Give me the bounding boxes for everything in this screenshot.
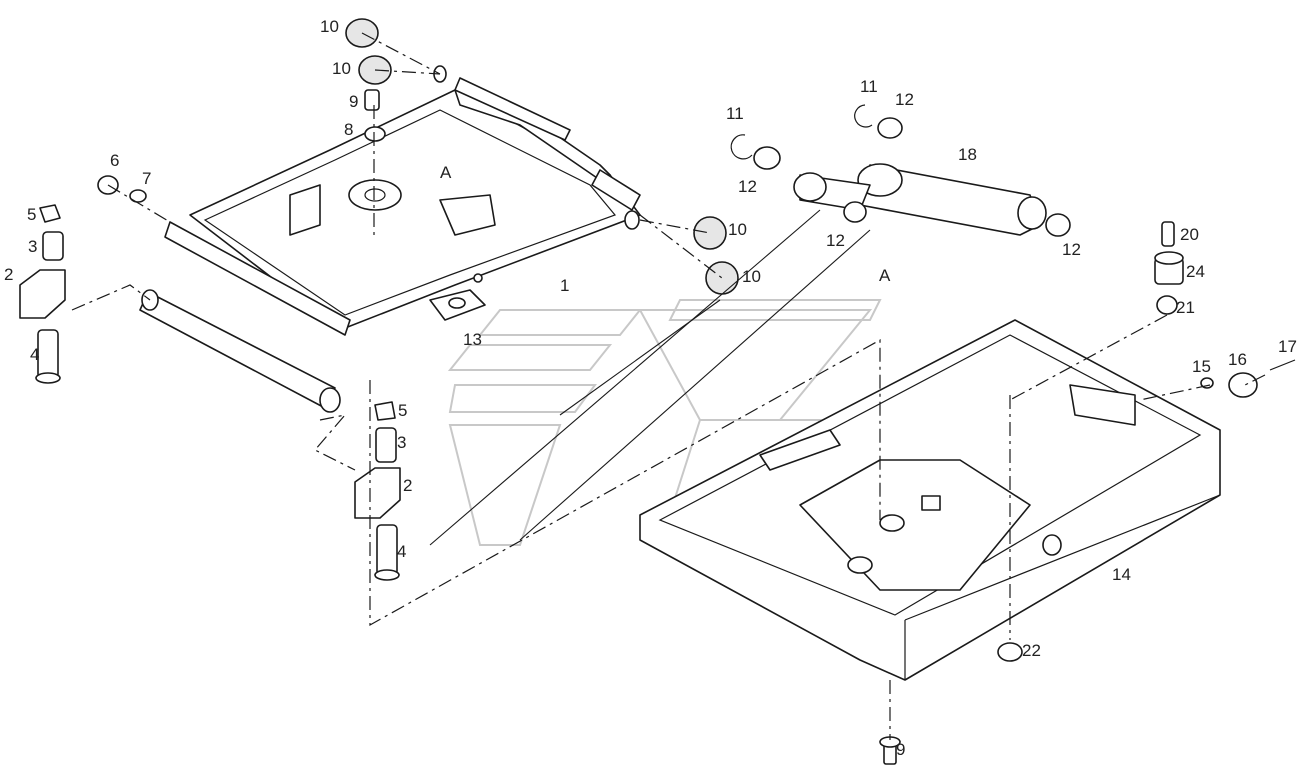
callout-21: 21	[1176, 298, 1195, 317]
callout-10: 10	[742, 267, 761, 286]
callout-14: 14	[1112, 565, 1131, 584]
callout-24: 24	[1186, 262, 1205, 281]
callout-3: 3	[28, 237, 37, 256]
callout-10: 10	[332, 59, 351, 78]
upper-scissor-frame	[189, 77, 641, 331]
callout-7: 7	[142, 169, 151, 188]
callout-12: 12	[738, 177, 757, 196]
callout-A: A	[440, 163, 452, 182]
left-small-parts	[19, 89, 401, 581]
callout-16: 16	[1228, 350, 1247, 369]
callout-20: 20	[1180, 225, 1199, 244]
callout-9: 9	[349, 92, 358, 111]
callout-8: 8	[344, 120, 353, 139]
callout-10: 10	[320, 17, 339, 36]
callout-5: 5	[27, 205, 36, 224]
callout-18: 18	[958, 145, 977, 164]
callout-1: 1	[560, 276, 569, 295]
callout-11: 11	[726, 104, 744, 123]
callout-5: 5	[398, 401, 407, 420]
callout-12: 12	[826, 231, 845, 250]
callout-4: 4	[30, 345, 39, 364]
callout-10: 10	[728, 220, 747, 239]
right-small-parts	[879, 221, 1296, 765]
callout-labels: 1 2 2 3 3 4 4 5 5 6 7 8 9 9 10 10 10 10 …	[4, 17, 1297, 759]
callout-12: 12	[1062, 240, 1081, 259]
callout-13: 13	[463, 330, 482, 349]
leader-lines	[429, 209, 871, 546]
callout-6: 6	[110, 151, 119, 170]
callout-2: 2	[403, 476, 412, 495]
callout-17: 17	[1278, 337, 1297, 356]
callout-A: A	[879, 266, 891, 285]
lower-base-frame	[639, 319, 1221, 681]
callout-3: 3	[397, 433, 406, 452]
callout-22: 22	[1022, 641, 1041, 660]
callout-15: 15	[1192, 357, 1211, 376]
assembly-lines	[71, 32, 1266, 740]
callout-9: 9	[896, 740, 905, 759]
callout-4: 4	[397, 542, 406, 561]
callout-2: 2	[4, 265, 13, 284]
callout-11: 11	[860, 77, 878, 96]
callout-12: 12	[895, 90, 914, 109]
shock-absorber	[730, 104, 1071, 237]
